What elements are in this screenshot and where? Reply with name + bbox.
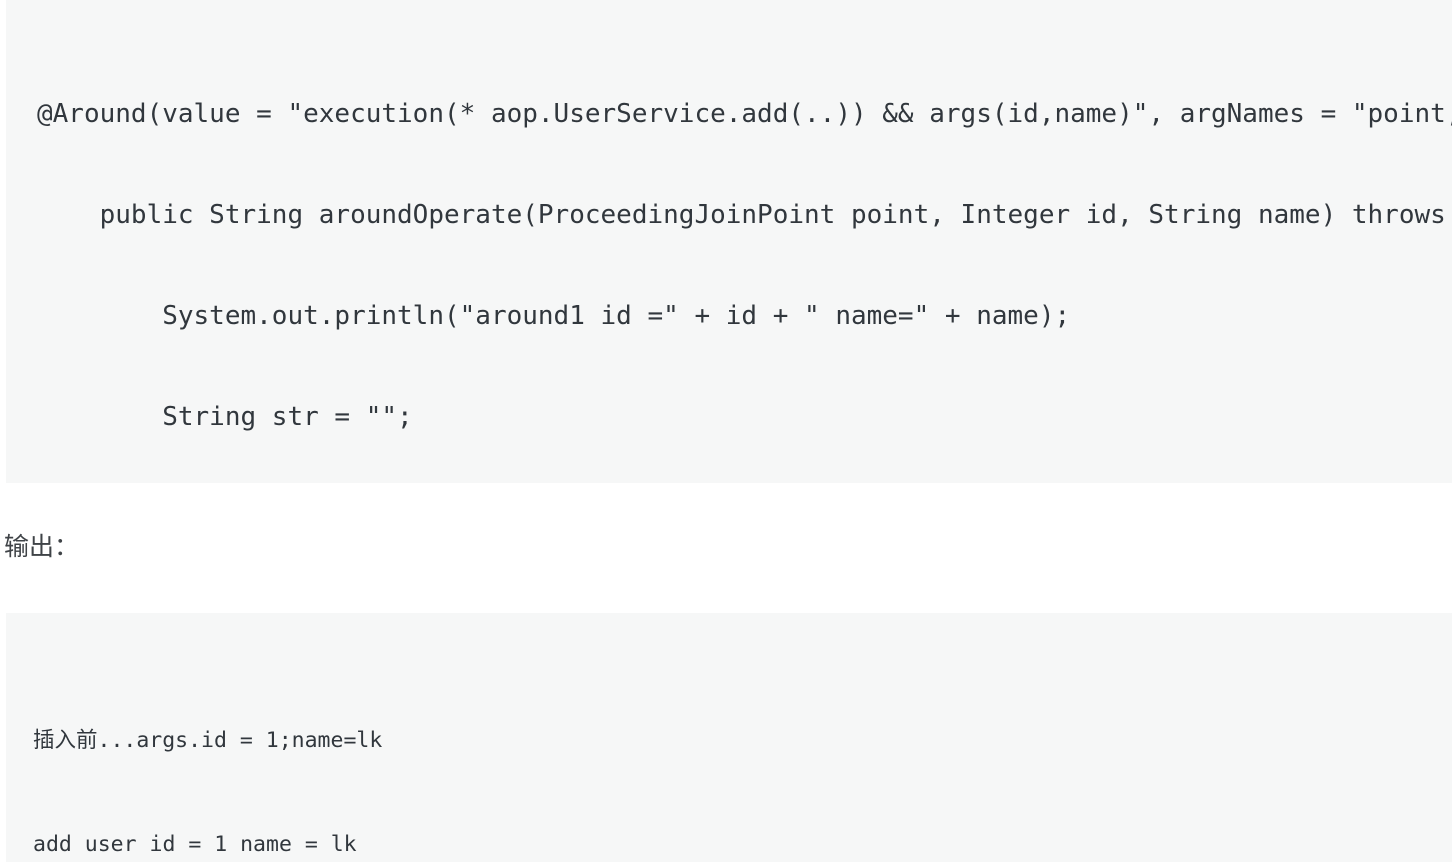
code-line: String str = ""; <box>37 401 413 432</box>
code-line: System.out.println("around1 id =" + id +… <box>37 300 1071 331</box>
code-line-list: @Around(value = "execution(* aop.UserSer… <box>37 31 1452 483</box>
output-line-list: 插入前...args.id = 1;name=lk add user id = … <box>33 655 615 862</box>
code-line: @Around(value = "execution(* aop.UserSer… <box>37 99 1452 130</box>
output-label: 输出： <box>4 533 80 561</box>
output-line: 插入前...args.id = 1;name=lk <box>33 728 383 754</box>
code-line: public String aroundOperate(ProceedingJo… <box>99 199 1446 230</box>
output-line: add user id = 1 name = lk <box>33 831 357 857</box>
console-output-block: 插入前...args.id = 1;name=lk add user id = … <box>6 613 1452 862</box>
java-code-block: @Around(value = "execution(* aop.UserSer… <box>6 0 1452 483</box>
